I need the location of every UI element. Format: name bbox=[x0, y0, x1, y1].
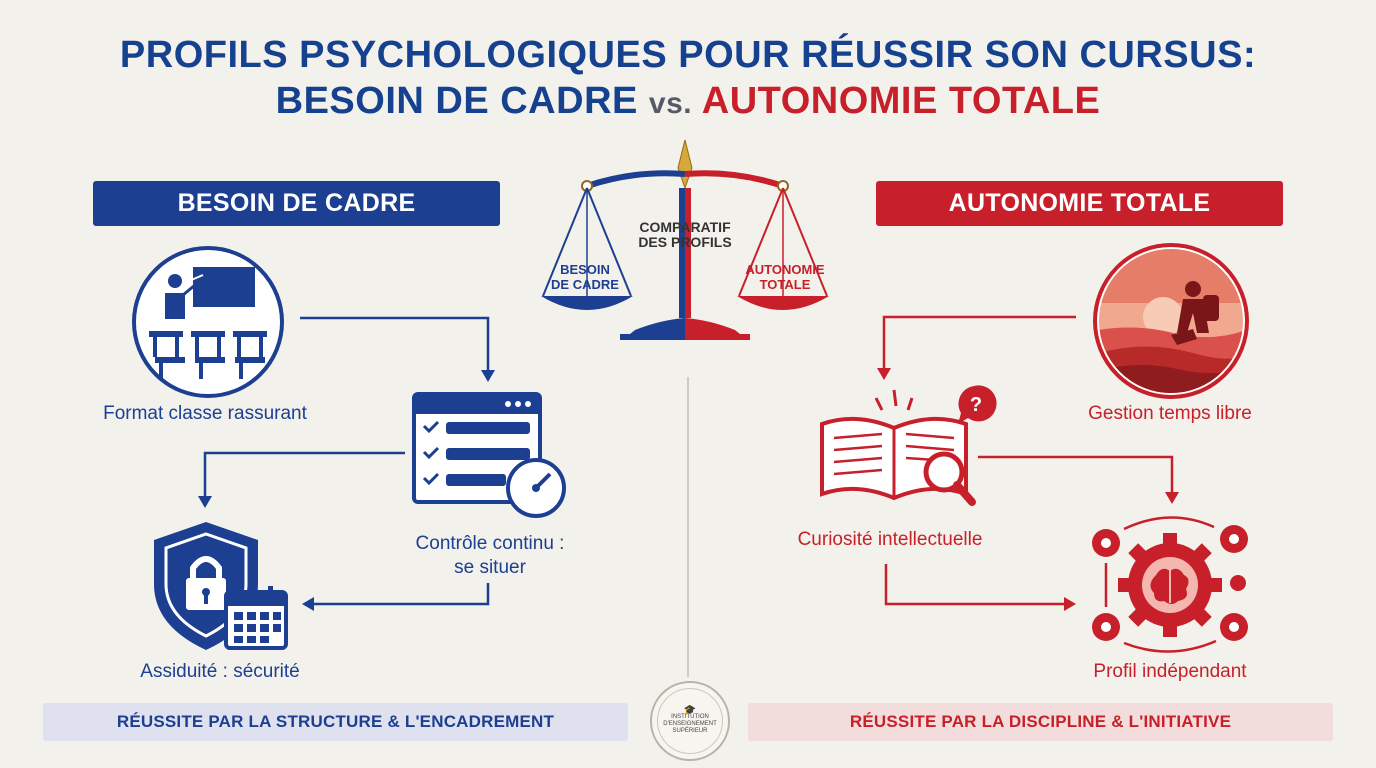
graduation-cap-icon: 🎓 bbox=[683, 705, 697, 716]
label-assiduite: Assiduité : sécurité bbox=[140, 661, 300, 682]
seal-inner: 🎓 INSTITUTION D'ENSEIGNEMENT SUPÉRIEUR bbox=[657, 688, 723, 754]
brain-gears-icon bbox=[1092, 516, 1248, 653]
seal-line3: SUPÉRIEUR bbox=[672, 728, 708, 734]
title-line1: PROFILS PSYCHOLOGIQUES POUR RÉUSSIR SON … bbox=[119, 34, 1257, 76]
seal-line2: D'ENSEIGNEMENT bbox=[663, 721, 717, 727]
label-controle-line1: Contrôle continu : bbox=[415, 533, 565, 554]
left-header: BESOIN DE CADRE bbox=[93, 181, 500, 226]
scale-right-line1: AUTONOMIE bbox=[745, 262, 825, 277]
right-header: AUTONOMIE TOTALE bbox=[876, 181, 1283, 226]
scale-center-line1: COMPARATIF bbox=[639, 219, 731, 235]
page-title: PROFILS PSYCHOLOGIQUES POUR RÉUSSIR SON … bbox=[0, 32, 1376, 127]
label-controle-line2: se situer bbox=[454, 557, 526, 578]
balance-scale-icon bbox=[541, 139, 829, 340]
scale-right-line2: TOTALE bbox=[759, 277, 811, 292]
title-right-term: AUTONOMIE TOTALE bbox=[701, 80, 1101, 122]
right-banner: RÉUSSITE PAR LA DISCIPLINE & L'INITIATIV… bbox=[748, 703, 1333, 741]
left-flow-arrows bbox=[198, 316, 495, 611]
scale-center-line2: DES PROFILS bbox=[638, 234, 732, 250]
scale-center-label: COMPARATIF DES PROFILS bbox=[610, 220, 760, 250]
center-divider bbox=[687, 377, 689, 677]
shield-lock-calendar-icon bbox=[154, 522, 288, 650]
classroom-icon bbox=[132, 246, 284, 398]
hiker-sunset-icon bbox=[1093, 243, 1249, 399]
left-banner: RÉUSSITE PAR LA STRUCTURE & L'ENCADREMEN… bbox=[43, 703, 628, 741]
scale-left-line2: DE CADRE bbox=[551, 277, 619, 292]
institution-seal: 🎓 INSTITUTION D'ENSEIGNEMENT SUPÉRIEUR bbox=[650, 681, 730, 761]
label-gestion-temps: Gestion temps libre bbox=[1088, 403, 1252, 424]
checklist-gauge-icon bbox=[412, 392, 566, 518]
label-profil-independant: Profil indépendant bbox=[1093, 661, 1247, 682]
svg-text:?: ? bbox=[970, 394, 982, 416]
book-magnifier-icon: ? bbox=[820, 385, 997, 506]
seal-line1: INSTITUTION bbox=[671, 714, 709, 720]
label-curiosite: Curiosité intellectuelle bbox=[797, 529, 983, 550]
title-vs: vs. bbox=[648, 87, 693, 120]
label-controle-continu: Contrôle continu : se situer bbox=[370, 532, 610, 580]
scale-right-pan-label: AUTONOMIE TOTALE bbox=[730, 262, 840, 292]
label-format-classe: Format classe rassurant bbox=[103, 403, 307, 424]
scale-left-pan-label: BESOIN DE CADRE bbox=[530, 262, 640, 292]
title-left-term: BESOIN DE CADRE bbox=[275, 80, 638, 122]
scale-left-line1: BESOIN bbox=[560, 262, 610, 277]
title-line2: BESOIN DE CADRE vs. AUTONOMIE TOTALE bbox=[0, 78, 1376, 127]
